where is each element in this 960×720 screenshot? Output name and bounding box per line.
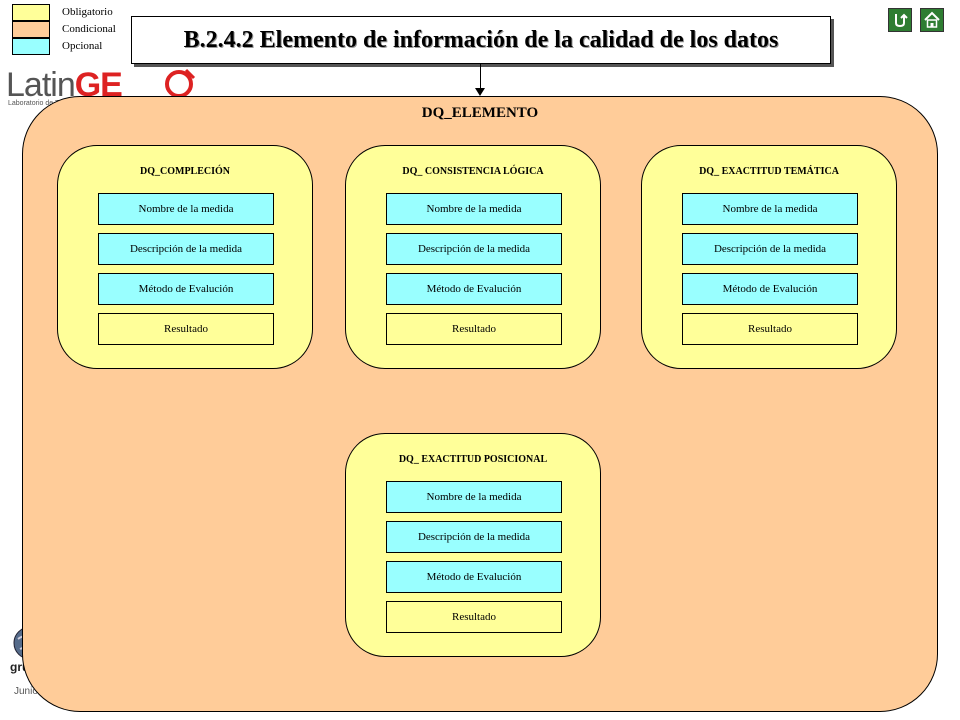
dq-elemento-title: DQ_ELEMENTO xyxy=(421,105,539,121)
legend-label: Opcional xyxy=(62,40,103,52)
field-resultado: Resultado xyxy=(682,313,858,345)
legend-label: Condicional xyxy=(62,23,116,35)
field-nombre-medida: Nombre de la medida xyxy=(98,193,274,225)
footer-date: Junio 20 xyxy=(14,686,52,697)
field-resultado: Resultado xyxy=(386,601,562,633)
field-nombre-medida: Nombre de la medida xyxy=(386,193,562,225)
home-button[interactable] xyxy=(920,8,944,32)
dq-exactitud-posicional-box: DQ_ EXACTITUD POSICIONAL Nombre de la me… xyxy=(345,433,601,657)
dq-elemento-container: DQ_ELEMENTO DQ_COMPLECIÓN Nombre de la m… xyxy=(22,96,938,712)
field-metodo-evaluacion: Método de Evalución xyxy=(386,273,562,305)
page-title-box: B.2.4.2 Elemento de información de la ca… xyxy=(131,16,831,64)
subelement-title: DQ_ EXACTITUD TEMÁTICA xyxy=(699,166,839,177)
field-metodo-evaluacion: Método de Evalución xyxy=(682,273,858,305)
field-metodo-evaluacion: Método de Evalución xyxy=(386,561,562,593)
logo-figure-icon xyxy=(165,68,196,98)
field-resultado: Resultado xyxy=(98,313,274,345)
field-descripcion-medida: Descripción de la medida xyxy=(98,233,274,265)
dq-exactitud-tematica-box: DQ_ EXACTITUD TEMÁTICA Nombre de la medi… xyxy=(641,145,897,369)
legend-item-conditional: Condicional xyxy=(12,21,152,38)
connector-line xyxy=(480,64,481,90)
field-metodo-evaluacion: Método de Evalución xyxy=(98,273,274,305)
dq-complecion-box: DQ_COMPLECIÓN Nombre de la medida Descri… xyxy=(57,145,313,369)
field-descripcion-medida: Descripción de la medida xyxy=(682,233,858,265)
field-descripcion-medida: Descripción de la medida xyxy=(386,521,562,553)
back-button[interactable] xyxy=(888,8,912,32)
legend-swatch-mandatory xyxy=(12,4,50,21)
legend-swatch-optional xyxy=(12,38,50,55)
dq-consistencia-logica-box: DQ_ CONSISTENCIA LÓGICA Nombre de la med… xyxy=(345,145,601,369)
back-arrow-icon xyxy=(895,13,908,28)
legend-item-optional: Opcional xyxy=(12,38,152,55)
page-title: B.2.4.2 Elemento de información de la ca… xyxy=(183,26,779,53)
legend-label: Obligatorio xyxy=(62,6,113,18)
subelement-title: DQ_COMPLECIÓN xyxy=(140,166,230,177)
home-icon xyxy=(924,11,940,28)
field-nombre-medida: Nombre de la medida xyxy=(386,481,562,513)
legend: Obligatorio Condicional Opcional xyxy=(12,4,152,55)
subelement-title: DQ_ EXACTITUD POSICIONAL xyxy=(398,454,548,465)
legend-swatch-conditional xyxy=(12,21,50,38)
field-descripcion-medida: Descripción de la medida xyxy=(386,233,562,265)
field-resultado: Resultado xyxy=(386,313,562,345)
subelement-title: DQ_ CONSISTENCIA LÓGICA xyxy=(402,166,544,177)
legend-item-mandatory: Obligatorio xyxy=(12,4,152,21)
field-nombre-medida: Nombre de la medida xyxy=(682,193,858,225)
connector-arrowhead xyxy=(475,88,485,96)
